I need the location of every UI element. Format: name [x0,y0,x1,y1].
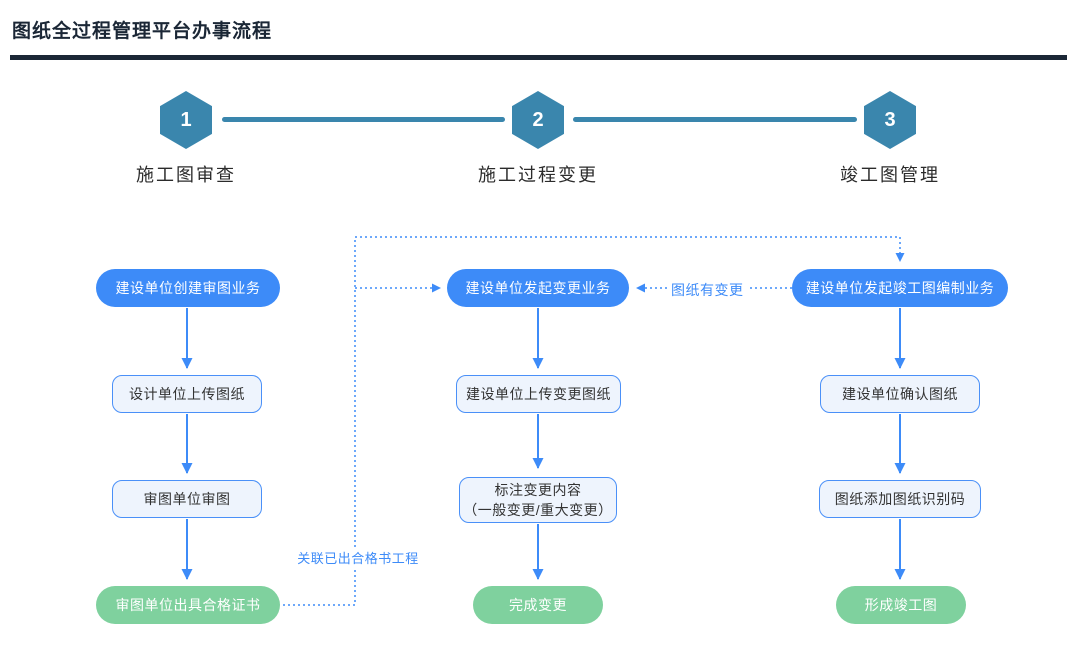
node-confirm-drawings: 建设单位确认图纸 [820,375,980,413]
step-hexagon-2: 2 [512,91,564,149]
title-divider [10,55,1067,60]
connector-label-drawing-changed: 图纸有变更 [668,280,747,300]
node-label: 建设单位发起竣工图编制业务 [805,279,995,296]
step-label-2: 施工过程变更 [478,165,598,185]
node-label: 审图单位审图 [143,490,231,507]
node-label: 审图单位出具合格证书 [115,596,261,613]
node-label: 图纸添加图纸识别码 [834,490,966,507]
step-label-3: 竣工图管理 [840,165,940,185]
node-label-line2: （一般变更/重大变更） [463,502,613,518]
node-label: 建设单位发起变更业务 [465,279,611,296]
node-upload-change-drawings: 建设单位上传变更图纸 [456,375,621,413]
step-number: 2 [532,108,544,131]
node-add-drawing-id-code: 图纸添加图纸识别码 [819,480,981,518]
timeline-segment-2 [573,117,857,122]
timeline-segment-1 [222,117,505,122]
node-design-upload-drawings: 设计单位上传图纸 [112,375,262,413]
step-number: 3 [884,108,896,131]
node-review-unit-review: 审图单位审图 [112,480,262,518]
step-hexagon-3: 3 [864,91,916,149]
step-label-1: 施工图审查 [136,165,236,185]
node-issue-certificate: 审图单位出具合格证书 [96,586,280,624]
node-label: 完成变更 [509,596,567,613]
node-label: 形成竣工图 [864,596,938,613]
node-label-line1: 标注变更内容 [494,481,582,498]
node-label: 设计单位上传图纸 [129,385,245,402]
node-create-review-business: 建设单位创建审图业务 [96,269,280,307]
node-initiate-asbuilt-business: 建设单位发起竣工图编制业务 [792,269,1008,307]
step-number: 1 [180,108,192,131]
node-complete-change: 完成变更 [473,586,603,624]
node-initiate-change-business: 建设单位发起变更业务 [447,269,629,307]
node-mark-change-content: 标注变更内容 （一般变更/重大变更） [459,477,617,523]
page-title: 图纸全过程管理平台办事流程 [12,21,273,42]
node-label: 建设单位上传变更图纸 [466,385,611,402]
node-label: 建设单位创建审图业务 [115,279,261,296]
node-form-asbuilt-drawing: 形成竣工图 [836,586,966,624]
step-hexagon-1: 1 [160,91,212,149]
node-label: 建设单位确认图纸 [842,385,958,402]
connector-label-link-certified-project: 关联已出合格书工程 [292,548,424,567]
